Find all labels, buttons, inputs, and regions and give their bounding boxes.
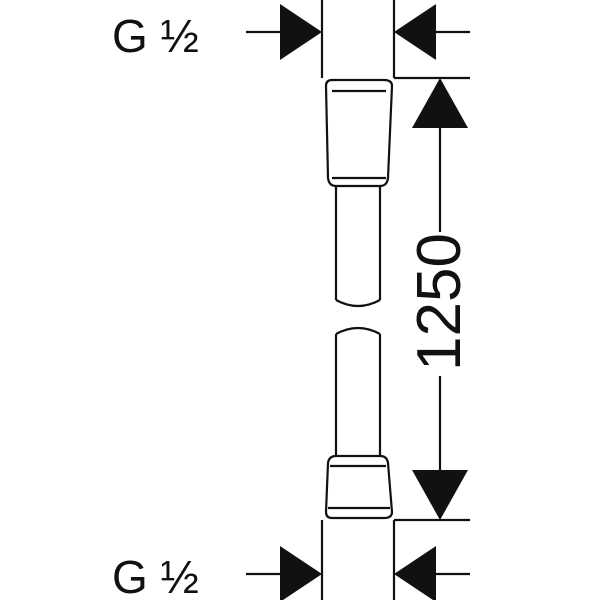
length-dimension xyxy=(412,78,468,520)
top-thread-size-label: G ½ xyxy=(112,10,199,62)
diameter-extension-lines xyxy=(320,0,396,600)
top-diameter-dimension xyxy=(246,4,470,60)
top-fitting xyxy=(324,78,394,188)
length-up-arrow-icon xyxy=(412,78,468,128)
bottom-left-arrow-icon xyxy=(280,546,322,600)
top-left-arrow-icon xyxy=(280,4,322,60)
lower-hose-segment xyxy=(334,326,382,456)
top-right-arrow-icon xyxy=(394,4,436,60)
bottom-diameter-dimension xyxy=(246,546,470,600)
bottom-right-arrow-icon xyxy=(394,546,436,600)
bottom-fitting xyxy=(324,454,394,520)
upper-hose-segment xyxy=(334,186,382,308)
length-down-arrow-icon xyxy=(412,470,468,520)
bottom-thread-size-label: G ½ xyxy=(112,551,199,603)
length-extension-lines xyxy=(394,76,470,522)
length-dimension-label: 1250 xyxy=(405,233,474,371)
